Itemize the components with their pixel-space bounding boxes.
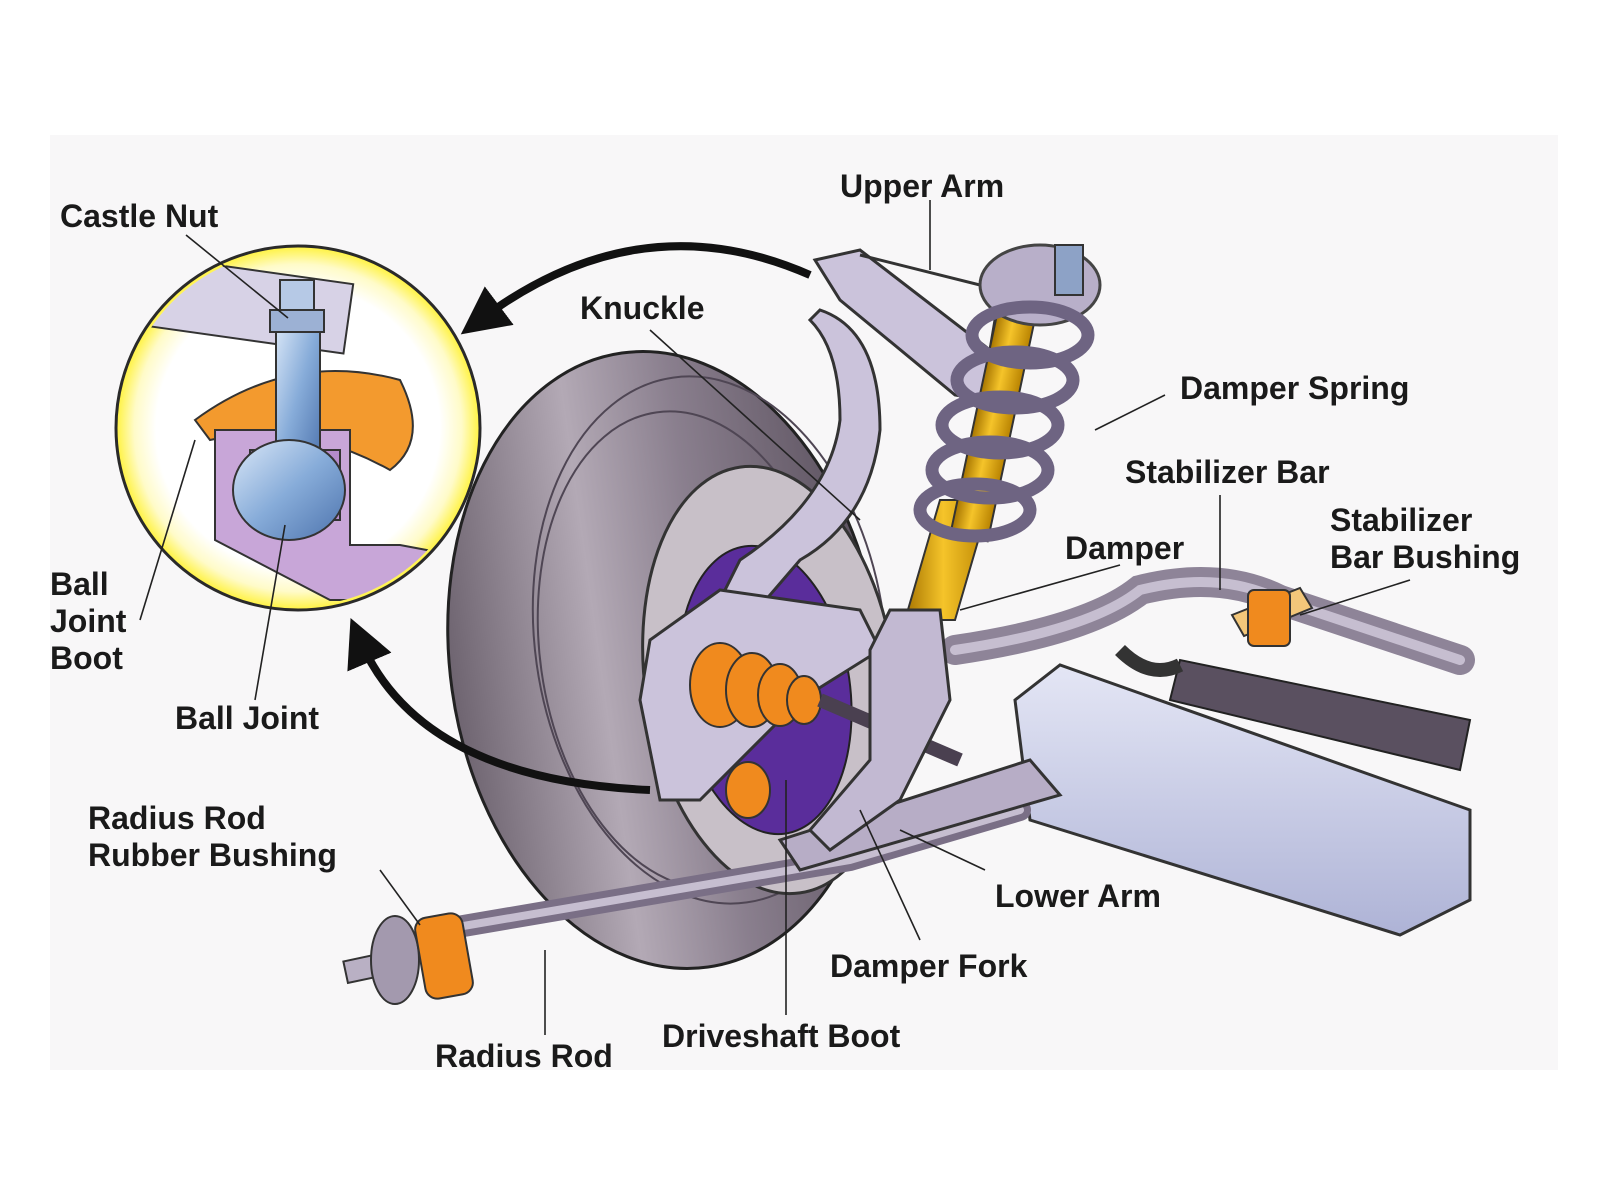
driveshaft <box>1168 658 1472 772</box>
damper-spring <box>913 243 1102 543</box>
damper-fork <box>807 608 952 852</box>
subframe <box>1013 663 1472 937</box>
label-radius-rod-rubber-bushing: Radius Rod Rubber Bushing <box>88 800 337 873</box>
arrow-lower <box>347 617 651 794</box>
label-driveshaft-boot: Driveshaft Boot <box>662 1018 901 1054</box>
leader-lines <box>139 200 1411 1035</box>
label-knuckle: Knuckle <box>580 290 705 326</box>
label-damper-spring: Damper Spring <box>1180 370 1410 406</box>
label-upper-arm: Upper Arm <box>840 168 1005 204</box>
label-ball-joint: Ball Joint <box>175 700 320 736</box>
label-stabilizer-bar: Stabilizer Bar <box>1125 454 1330 490</box>
stabilizer-bar <box>940 567 1475 675</box>
arrow-upper <box>460 242 812 335</box>
label-lower-arm: Lower Arm <box>995 878 1161 914</box>
label-stabilizer-bar-bushing: Stabilizer Bar Bushing <box>1330 502 1521 575</box>
label-radius-rod: Radius Rod <box>435 1038 613 1074</box>
stabilizer-bushing <box>1230 586 1314 647</box>
label-damper-fork: Damper Fork <box>830 948 1028 984</box>
ball-joint-inset <box>114 244 482 612</box>
lower-arm <box>777 758 1063 872</box>
radius-rod <box>342 799 1031 1005</box>
label-ball-joint-boot: Ball Joint Boot <box>50 566 127 676</box>
label-damper: Damper <box>1065 530 1185 566</box>
label-castle-nut: Castle Nut <box>60 198 219 234</box>
